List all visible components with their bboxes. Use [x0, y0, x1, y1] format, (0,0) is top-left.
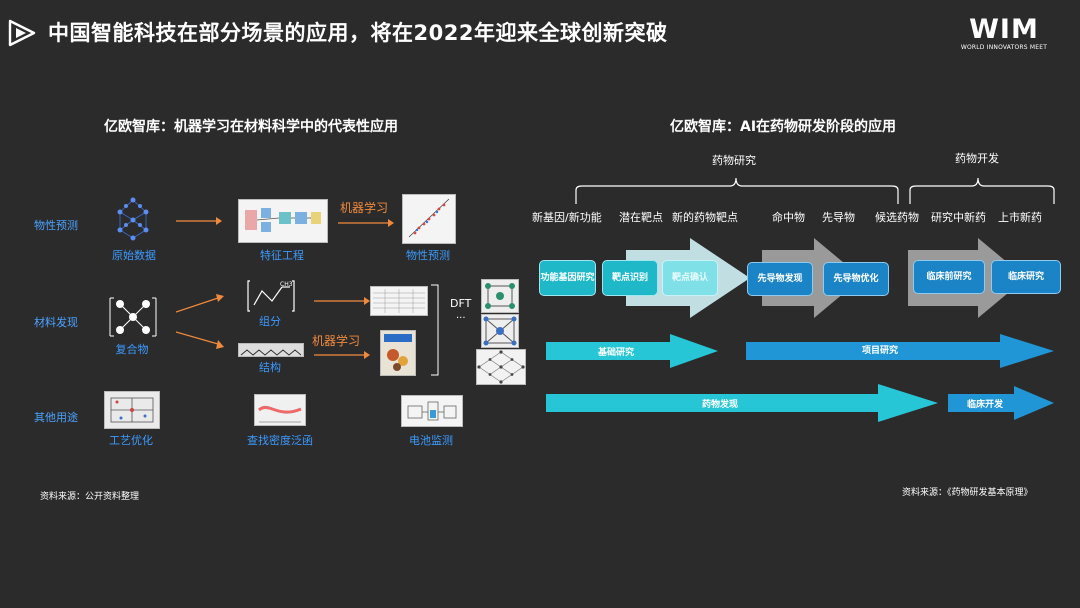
bar-drug-discovery: 药物发现 [702, 400, 739, 410]
caption-property-prediction: 物性预测 [406, 249, 450, 262]
bar-basic-research: 基础研究 [598, 348, 635, 358]
box-lead-discovery: 先导物发现 [747, 262, 813, 296]
bar-clinical-development: 临床开发 [967, 400, 1004, 410]
composition-bracket-icon: CH3 [247, 280, 295, 312]
group-label-drug-development: 药物开发 [955, 152, 999, 165]
stage-label-candidate: 候选药物 [875, 211, 919, 224]
composite-molecule-icon [109, 297, 157, 337]
bracket-icon [431, 284, 439, 376]
left-section-title: 亿欧智库：机器学习在材料科学中的代表性应用 [104, 119, 398, 135]
stage-label-new-target: 新的药物靶点 [672, 211, 738, 224]
caption-structure: 结构 [259, 361, 281, 374]
structure-chain-image [238, 343, 304, 357]
process-optimization-image [104, 391, 160, 429]
stage-label-hit: 命中物 [772, 211, 805, 224]
dft-label: DFT [450, 297, 472, 310]
crystal-lattice-image-3 [476, 349, 526, 385]
feature-engineering-image [238, 199, 328, 243]
density-functional-plot-image [254, 394, 306, 426]
brand-subtitle: WORLD INNOVATORS MEET [960, 44, 1048, 51]
ml-label-top: 机器学习 [340, 201, 389, 215]
stage-label-investigational: 研究中新药 [931, 211, 986, 224]
stage-label-marketed: 上市新药 [998, 211, 1042, 224]
property-prediction-plot-image [402, 194, 456, 244]
data-table-image [370, 286, 428, 316]
caption-battery-monitoring: 电池监测 [409, 434, 453, 447]
group-brackets [575, 177, 1055, 204]
arrow-up-right-icon [176, 294, 224, 313]
arrow-right-icon [338, 219, 394, 227]
arrow-right-icon [314, 351, 370, 359]
row-label-material-discovery: 材料发现 [34, 316, 78, 329]
dft-ellipsis: ... [456, 310, 466, 321]
caption-raw-data: 原始数据 [112, 249, 156, 262]
right-section-title: 亿欧智库：AI在药物研发阶段的应用 [670, 119, 897, 135]
caption-density-functional: 查找密度泛函 [247, 434, 313, 447]
arrow-right-icon [314, 297, 370, 305]
play-logo-icon [8, 19, 36, 47]
arrow-right-icon [176, 217, 222, 225]
svg-text:CH3: CH3 [280, 281, 293, 288]
process-arrows-row-2 [546, 384, 1054, 422]
arrow-down-right-icon [176, 331, 224, 349]
process-arrows-row-1 [546, 334, 1054, 368]
row-label-other-uses: 其他用途 [34, 411, 78, 424]
ml-label-middle: 机器学习 [312, 334, 361, 348]
crystal-structure-image-1 [481, 279, 519, 313]
brand-name: WIM [969, 14, 1039, 45]
bar-project-research: 项目研究 [862, 346, 899, 356]
crystal-structure-image-2 [481, 314, 519, 348]
caption-composition: 组分 [259, 315, 281, 328]
row-label-property-prediction: 物性预测 [34, 219, 78, 232]
box-target-identification: 靶点识别 [602, 260, 658, 296]
stage-label-lead: 先导物 [822, 211, 855, 224]
box-lead-optimization: 先导物优化 [823, 262, 889, 296]
box-functional-gene-research: 功能基因研究 [539, 260, 596, 296]
wim-logo: WIM WORLD INNOVATORS MEET [958, 16, 1050, 56]
journal-cover-image [380, 330, 416, 376]
battery-monitoring-image [401, 395, 463, 427]
stage-label-potential-target: 潜在靶点 [619, 211, 663, 224]
right-source-note: 资料来源：《药物研发基本原理》 [902, 488, 1033, 498]
caption-composite: 复合物 [115, 343, 149, 356]
stage-label-new-gene: 新基因/新功能 [532, 211, 602, 224]
group-label-drug-research: 药物研究 [712, 154, 756, 167]
box-preclinical-research: 临床前研究 [913, 260, 985, 294]
left-source-note: 资料来源：公开资料整理 [40, 492, 140, 502]
caption-feature-engineering: 特征工程 [260, 249, 304, 262]
box-target-confirmation: 靶点确认 [662, 260, 718, 296]
box-clinical-research: 临床研究 [991, 260, 1061, 294]
page-title: 中国智能科技在部分场景的应用，将在2022年迎来全球创新突破 [48, 21, 668, 45]
caption-process-optimization: 工艺优化 [109, 434, 153, 447]
raw-data-network-icon [117, 197, 149, 241]
